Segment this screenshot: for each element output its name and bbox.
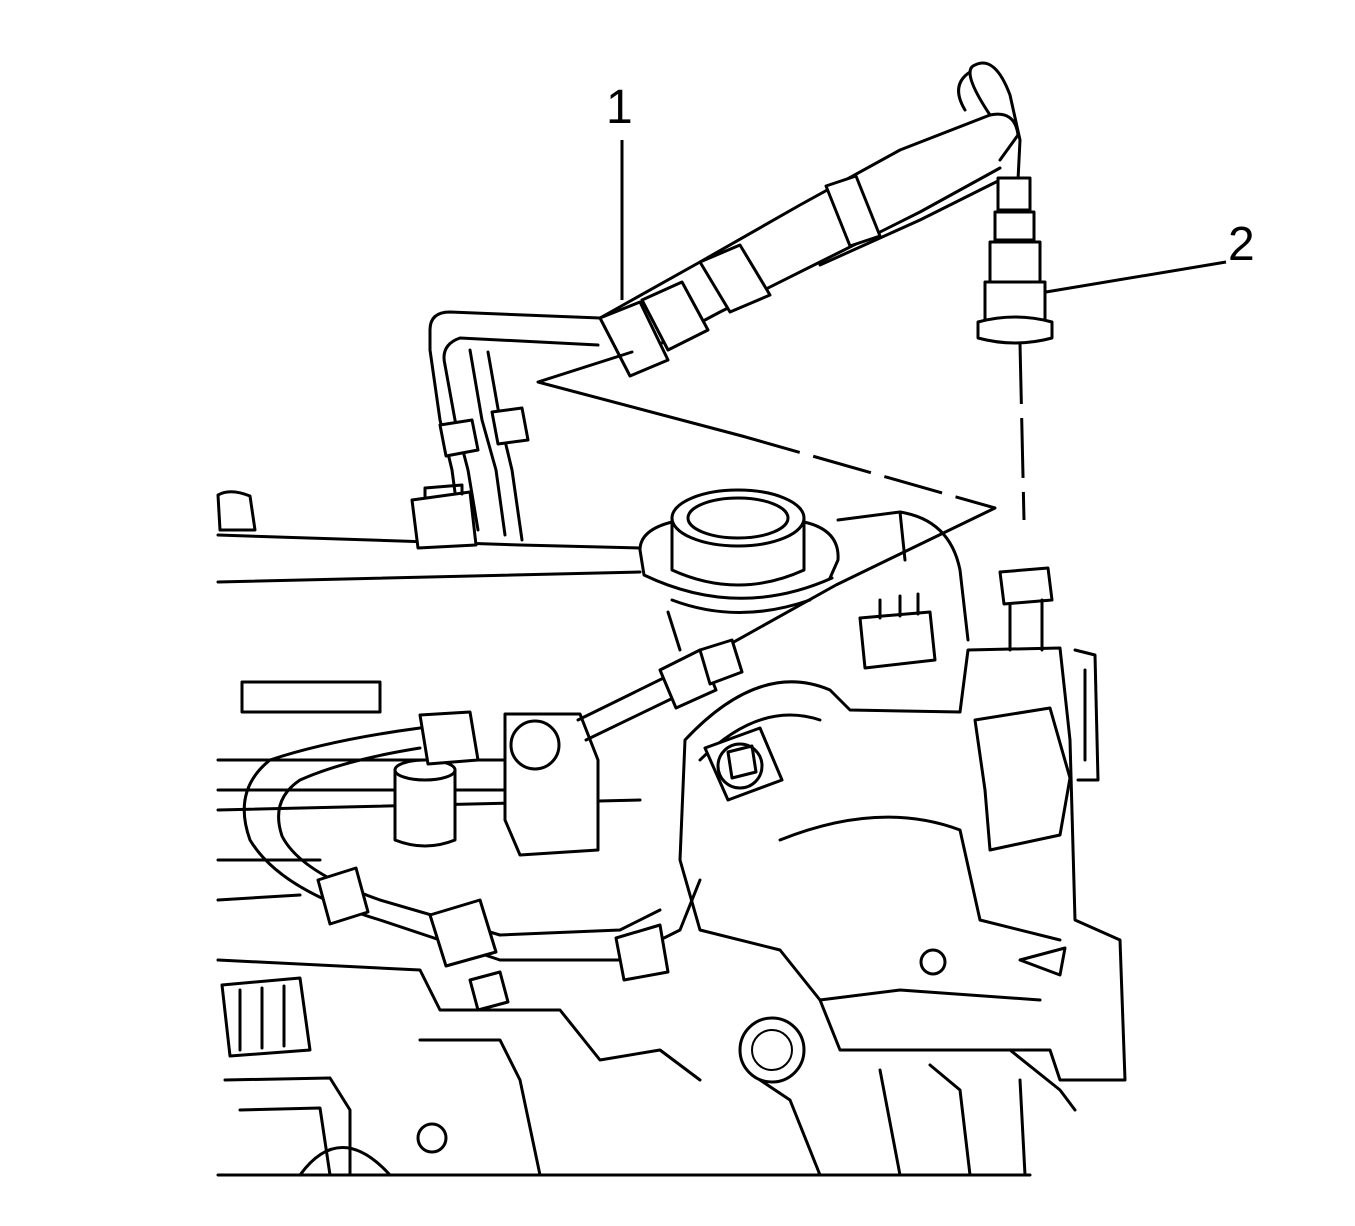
engine-block xyxy=(216,858,1077,1177)
lower-hose xyxy=(242,726,702,1012)
hose-assembly xyxy=(428,61,1054,542)
intake-housing xyxy=(678,646,1127,1082)
callout-label-2: 2 xyxy=(1228,218,1255,271)
engine-top xyxy=(216,483,1054,670)
fuel-rail xyxy=(216,638,744,857)
callout-label-1: 1 xyxy=(606,81,633,134)
leader-line-2 xyxy=(1045,260,1227,294)
